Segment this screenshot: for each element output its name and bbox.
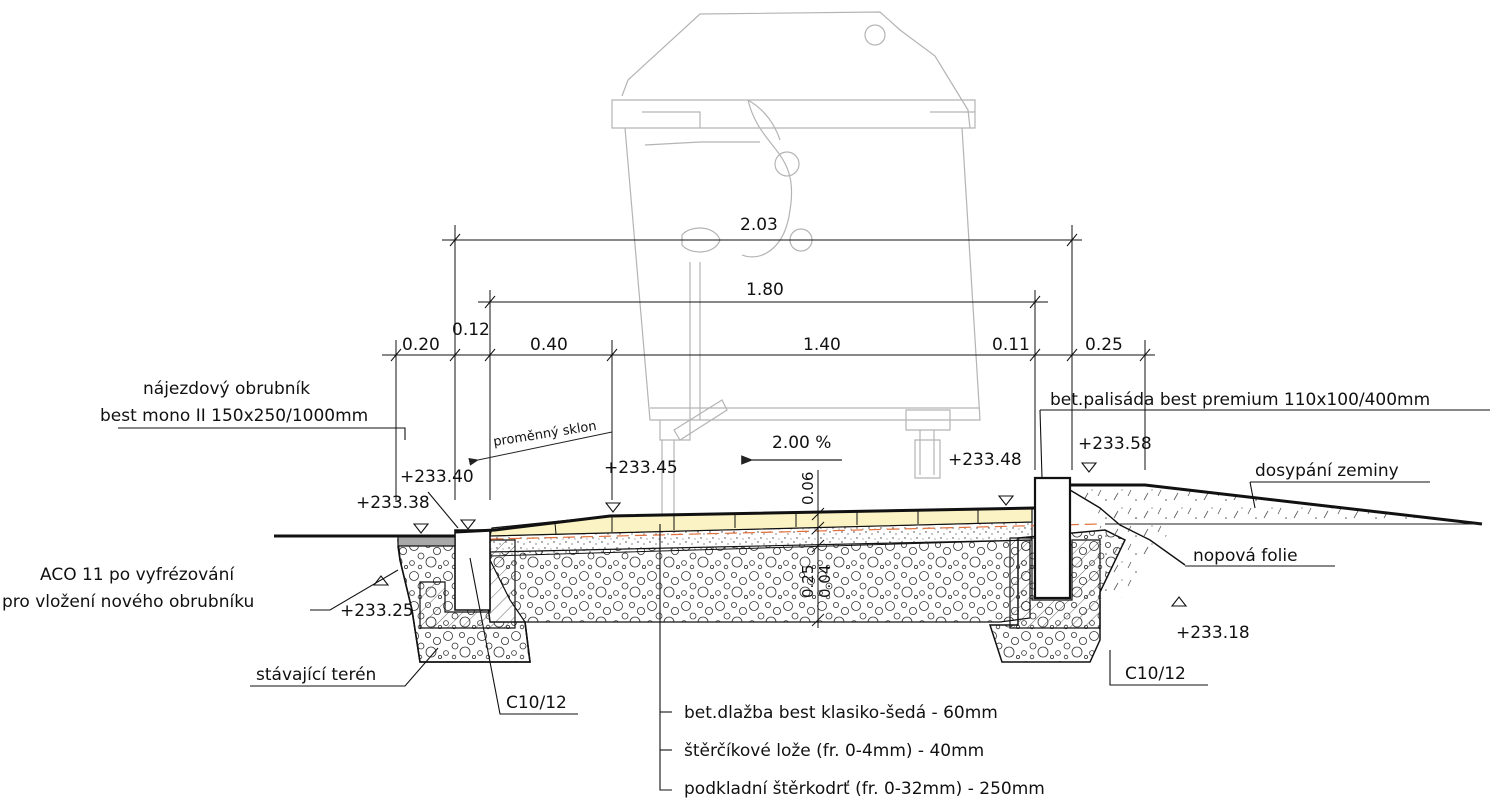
dimension-lines	[382, 225, 1155, 628]
dim-layer-sub-label: 0.25	[799, 565, 817, 598]
variable-slope-arrow	[468, 431, 613, 466]
leader-lines	[118, 409, 1490, 791]
dim-layer-bed-label: 0.04	[816, 565, 834, 598]
elevation-233-45: +233.45	[604, 458, 678, 478]
curb-label-line2: best mono II 150x250/1000mm	[100, 406, 368, 426]
elevation-233-58: +233.58	[1078, 434, 1152, 454]
concrete-palisade	[1033, 476, 1072, 600]
elevation-233-48: +233.48	[948, 450, 1022, 470]
elevation-233-25: +233.25	[340, 601, 414, 621]
gravel-subbase	[489, 539, 1031, 623]
dim-seg-6-label: 0.25	[1085, 335, 1123, 355]
elevation-233-18: +233.18	[1176, 623, 1250, 643]
curb-label-line1: nájezdový obrubník	[143, 379, 310, 399]
aco-label-line1: ACO 11 po vyfrézování	[40, 565, 235, 585]
elevation-triangles	[372, 462, 1188, 607]
dim-seg-5-label: 0.11	[992, 335, 1030, 355]
concrete-left-label: C10/12	[506, 693, 567, 713]
dimple-membrane	[1069, 489, 1186, 566]
layer-subbase-label: podkladní štěrkodrť (fr. 0-32mm) - 250mm	[684, 779, 1045, 799]
variable-slope-label: proměnný sklon	[492, 419, 597, 450]
paving-joints	[554, 509, 979, 535]
soil-slope-hatch	[1100, 510, 1175, 600]
aco-label-line2: pro vložení nového obrubníku	[2, 592, 254, 612]
dim-inner-label: 1.80	[746, 280, 784, 300]
dim-seg-3-label: 0.40	[530, 335, 568, 355]
fixed-slope-label: 2.00 %	[772, 433, 831, 453]
waste-container-outline	[611, 11, 981, 530]
existing-terrain-label: stávající terén	[256, 665, 376, 685]
palisade-label: bet.palisáda best premium 110x100/400mm	[1050, 390, 1430, 410]
elevation-233-38: +233.38	[356, 493, 430, 513]
elevation-233-40: +233.40	[400, 467, 474, 487]
soil-fill-label: dosypání zeminy	[1255, 461, 1399, 481]
finished-surface	[454, 506, 1036, 534]
left-excavation-line	[397, 545, 531, 663]
dim-layer-top-label: 0.06	[799, 472, 817, 505]
dim-seg-2-label: 0.12	[452, 320, 490, 340]
dim-seg-1-label: 0.20	[402, 335, 440, 355]
layer-paving-label: bet.dlažba best klasiko-šedá - 60mm	[684, 703, 998, 723]
concrete-right-label: C10/12	[1125, 664, 1186, 684]
layer-bedding-label: štěrčíkové lože (fr. 0-4mm) - 40mm	[684, 741, 984, 761]
dim-seg-4-label: 1.40	[803, 335, 841, 355]
right-foundation-hatch	[1009, 537, 1101, 629]
soil-surface-right	[1070, 483, 1483, 526]
membrane-label: nopová folie	[1193, 546, 1298, 566]
soil-fill-wedge	[1072, 485, 1482, 524]
dim-overall-label: 2.03	[740, 215, 778, 235]
